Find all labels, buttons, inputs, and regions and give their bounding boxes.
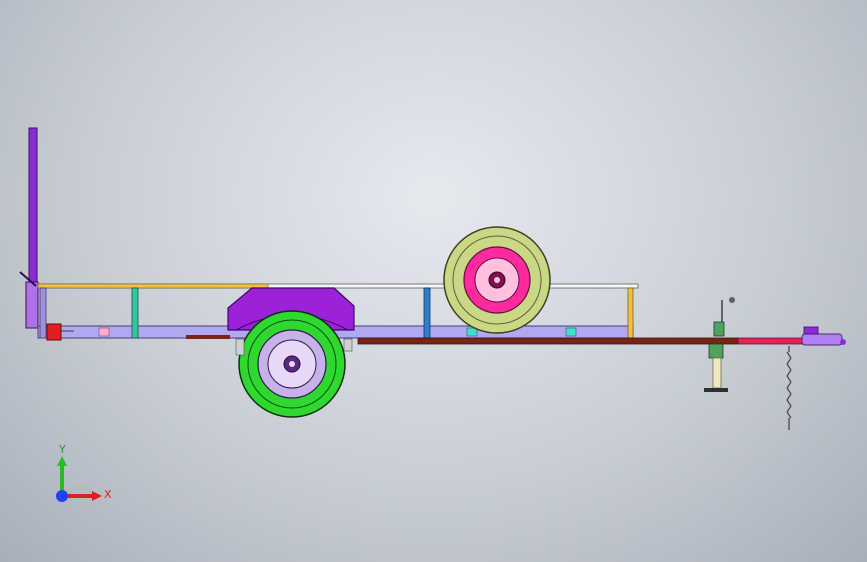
coupler[interactable]	[801, 326, 846, 346]
spare-wheel[interactable]	[443, 226, 551, 334]
stake-3[interactable]	[627, 287, 634, 339]
stake-2[interactable]	[423, 287, 431, 339]
main-wheel[interactable]	[238, 310, 346, 418]
tail-light[interactable]	[46, 323, 62, 341]
y-axis-label: Y	[58, 443, 66, 456]
stake-1[interactable]	[131, 287, 139, 339]
spring-hanger	[235, 338, 245, 356]
top-rail[interactable]	[37, 283, 639, 289]
jack-stand[interactable]	[704, 297, 735, 392]
z-axis-dot	[56, 490, 68, 502]
x-axis-label: X	[104, 488, 112, 501]
safety-chain	[786, 346, 792, 430]
spring-hanger-rear	[343, 338, 353, 352]
coordinate-triad: Y X	[56, 443, 112, 502]
tail-post[interactable]	[19, 127, 39, 329]
